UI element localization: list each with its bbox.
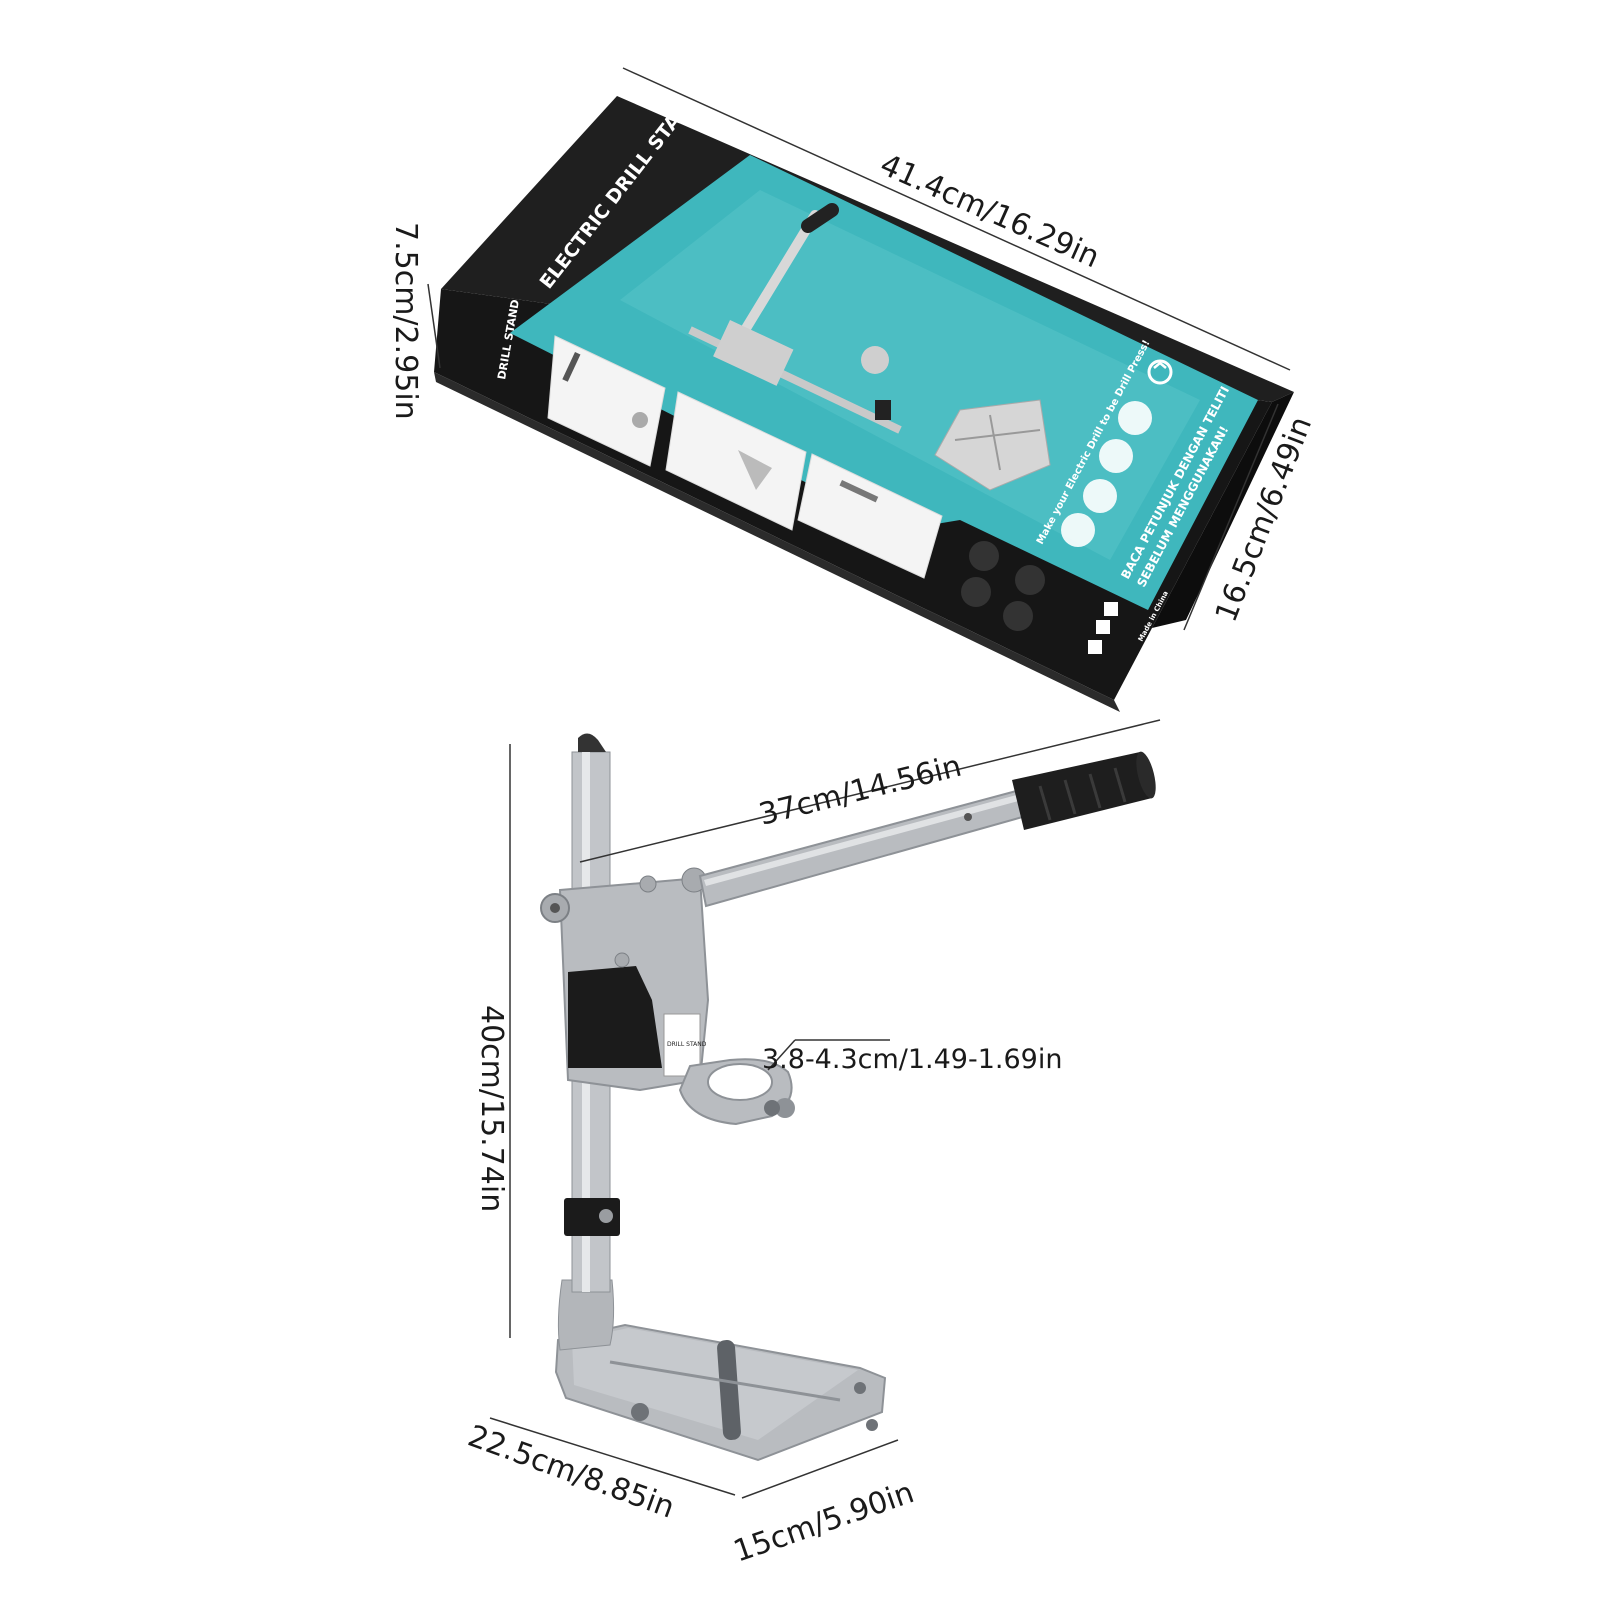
drill-stand: DRILL STAND <box>540 733 1156 1462</box>
base-column-boss <box>557 1279 615 1351</box>
certification-icons <box>1088 602 1118 654</box>
base-slot <box>717 1340 741 1440</box>
clamp-diameter-label: 3.8-4.3cm/1.49-1.69in <box>762 1044 1062 1075</box>
carriage-black-plate <box>568 966 662 1068</box>
box-bottom-edge <box>434 372 1120 712</box>
box-thumbnails <box>547 335 943 579</box>
column-top-hook <box>578 733 606 752</box>
base-depth-label: 22.5cm/8.85in <box>463 1419 679 1526</box>
drill-clamp-ring <box>678 1058 795 1126</box>
thumbnail-3 <box>797 453 943 579</box>
lever-handle-grip <box>1012 751 1156 830</box>
box-height-label: 7.5cm/2.95in <box>388 222 423 420</box>
stop-collar <box>564 1198 620 1236</box>
stand-base-top <box>572 1328 858 1440</box>
box-stand-illustration <box>688 203 1051 491</box>
stand-height-label: 40cm/15.74in <box>474 1005 509 1212</box>
recycle-icon <box>1147 359 1173 385</box>
base-width-label: 15cm/5.90in <box>729 1475 918 1569</box>
product-box: ELECTRIC DRILL STAND DRILL STAND Make yo… <box>434 85 1294 712</box>
thumbnail-1 <box>547 335 666 467</box>
thumbnail-2 <box>665 391 807 531</box>
box-spec-badges <box>961 401 1152 631</box>
carriage-label-text: DRILL STAND <box>667 1041 707 1048</box>
clamp-bolt <box>775 1098 795 1118</box>
box-teal-highlight <box>620 190 1200 560</box>
box-stand-base <box>934 399 1051 491</box>
